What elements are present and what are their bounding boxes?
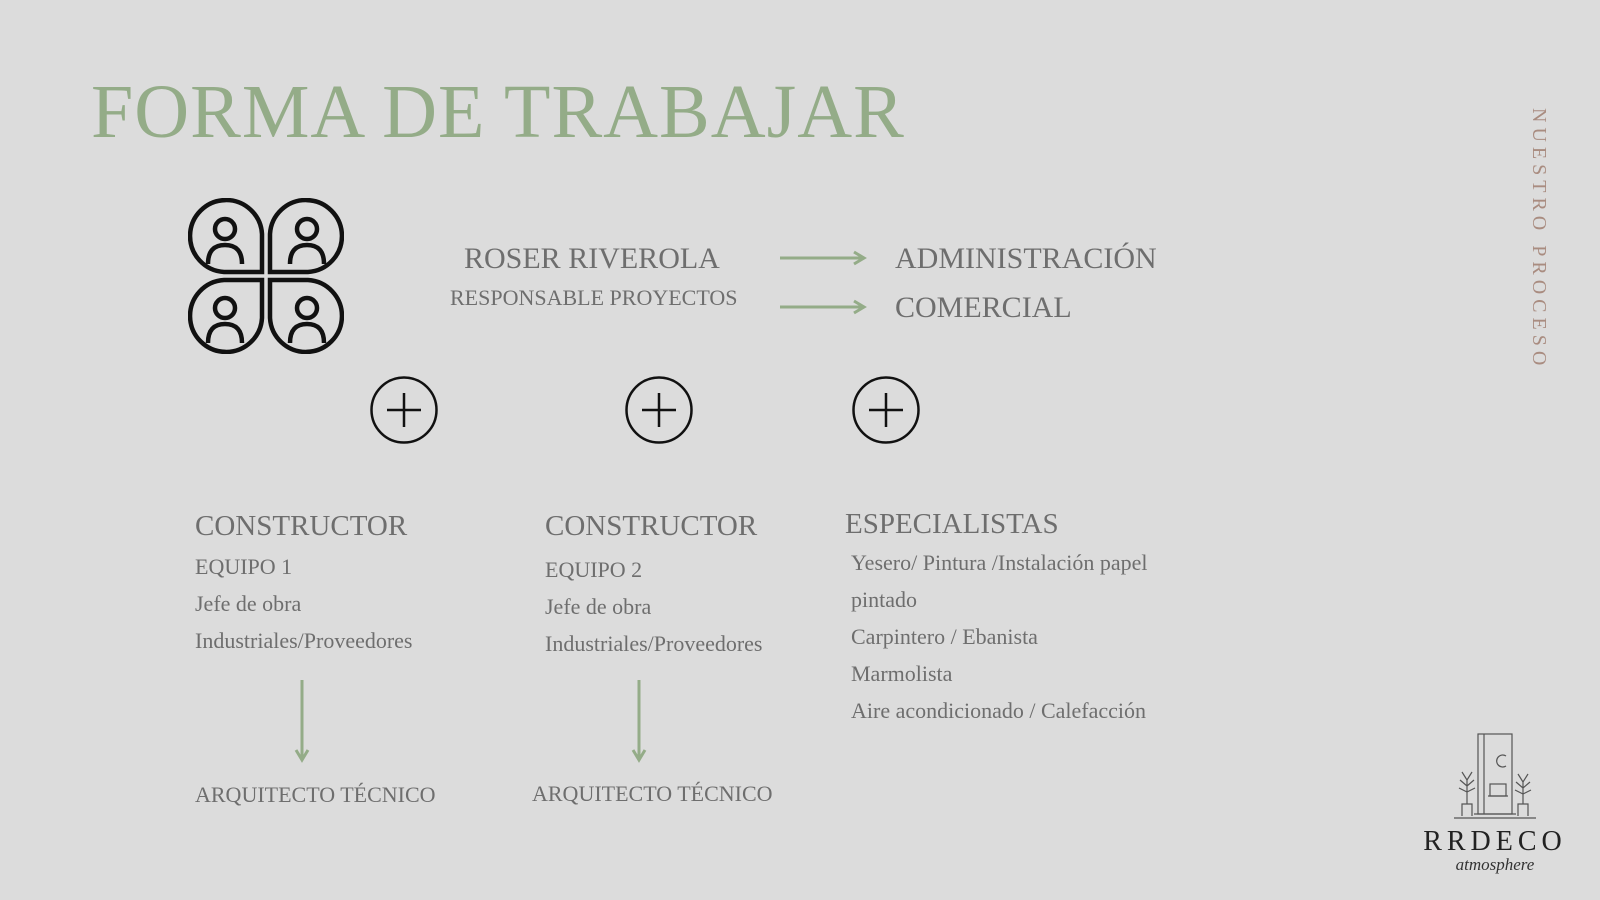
column-line: Industriales/Proveedores <box>195 628 413 653</box>
column-heading: CONSTRUCTOR <box>545 510 758 542</box>
plus-circle-icon <box>852 376 920 444</box>
plus-circle-icon <box>625 376 693 444</box>
logo-tagline: atmosphere <box>1455 855 1535 874</box>
column-line: EQUIPO 2 <box>545 557 643 582</box>
column-result: ARQUITECTO TÉCNICO <box>532 781 773 806</box>
column-line: Aire acondicionado / Calefacción <box>851 698 1147 723</box>
logo-name: RRDECO <box>1423 826 1567 857</box>
target-comercial: COMERCIAL <box>895 291 1072 324</box>
lead-role: RESPONSABLE PROYECTOS <box>450 285 738 310</box>
column-line: Jefe de obra <box>195 591 302 616</box>
column-result: ARQUITECTO TÉCNICO <box>195 782 436 807</box>
column-line: Yesero/ Pintura /Instalación papel <box>851 550 1148 575</box>
column-heading: ESPECIALISTAS <box>845 508 1059 540</box>
column-line: Marmolista <box>851 661 953 686</box>
page-title: FORMA DE TRABAJAR <box>91 70 905 154</box>
column-line: Jefe de obra <box>545 594 652 619</box>
arrow-down-icon <box>294 680 310 763</box>
column-heading: CONSTRUCTOR <box>195 510 408 542</box>
brand-logo: RRDECO atmosphere <box>1410 728 1580 878</box>
team-icon <box>188 198 344 354</box>
section-label: NUESTRO PROCESO <box>1528 108 1550 371</box>
lead-name: ROSER RIVEROLA <box>464 242 720 275</box>
column-line: EQUIPO 1 <box>195 554 293 579</box>
column-line: Industriales/Proveedores <box>545 631 763 656</box>
column-line: pintado <box>851 587 917 612</box>
doorway-illustration-icon <box>1454 733 1536 819</box>
arrow-right-icon <box>780 299 867 315</box>
target-administracion: ADMINISTRACIÓN <box>895 242 1157 275</box>
arrow-right-icon <box>780 250 867 266</box>
column-line: Carpintero / Ebanista <box>851 624 1038 649</box>
arrow-down-icon <box>631 680 647 763</box>
plus-circle-icon <box>370 376 438 444</box>
